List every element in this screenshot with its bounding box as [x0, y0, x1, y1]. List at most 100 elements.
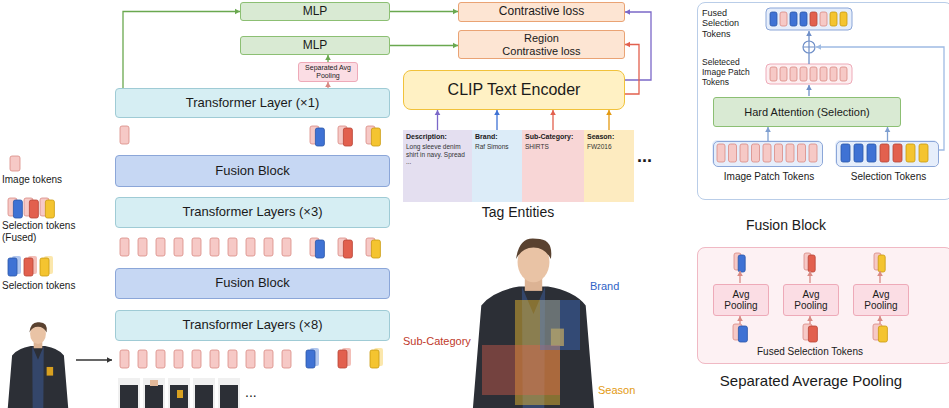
arrowhead: [606, 110, 612, 115]
arrowhead: [806, 85, 812, 90]
tag-box: Season:FW2016: [584, 130, 634, 202]
panel-fill: [697, 247, 949, 364]
image-patch-content: [177, 390, 183, 398]
pooling-box: Avg Pooling: [713, 284, 769, 316]
token: [867, 144, 876, 162]
token: [906, 144, 915, 162]
token: [738, 255, 745, 272]
node-label: Avg Pooling: [719, 289, 763, 312]
pooling-box: Avg Pooling: [783, 284, 839, 316]
panel-caption: Fusion Block: [698, 217, 874, 233]
arrowhead: [494, 110, 500, 115]
fusion-box: Fusion Block: [115, 155, 390, 187]
token: [830, 12, 837, 26]
fusion-box: Fusion Block: [115, 268, 390, 299]
token: [120, 238, 129, 256]
token: [210, 350, 219, 368]
token: [371, 240, 380, 258]
token: [371, 128, 380, 146]
token-label: Fused Selection Tokens: [702, 8, 760, 39]
node-label: Fusion Block: [215, 276, 289, 291]
token: [156, 238, 165, 256]
token-label: Fused Selection Tokens: [735, 346, 885, 358]
token: [370, 350, 379, 368]
ellipsis: ...: [637, 146, 661, 167]
token: [790, 67, 797, 81]
token: [315, 240, 324, 258]
region-label: Season: [598, 384, 644, 397]
token: [770, 12, 777, 26]
token: [893, 144, 902, 162]
token: [919, 144, 928, 162]
node-label: MLP: [303, 5, 328, 19]
connector-line: [625, 12, 651, 80]
connector-line: [123, 12, 240, 89]
token: [45, 200, 54, 218]
token: [264, 238, 273, 256]
tag-key: Season:: [587, 133, 631, 141]
arrowhead: [325, 55, 331, 60]
token: [10, 156, 20, 171]
loss-box: Region Contrastive loss: [458, 30, 625, 59]
node-label: Region Contrastive loss: [499, 32, 585, 57]
connector: [435, 110, 441, 130]
hair: [516, 238, 551, 259]
token: [138, 238, 147, 256]
token: [717, 144, 725, 162]
token: [192, 350, 201, 368]
arrowhead: [877, 316, 883, 321]
image-patch-content: [220, 385, 238, 408]
input-arrow: [76, 359, 112, 360]
connector: [390, 9, 458, 15]
node-label: Hard Attention (Selection): [744, 106, 869, 119]
image-patch: [218, 378, 240, 408]
node-label: Contrastive loss: [499, 5, 584, 19]
token: [809, 144, 817, 162]
token: [138, 350, 147, 368]
region-label: Sub-Category: [403, 335, 479, 348]
token: [246, 350, 255, 368]
tag-value: Long sleeve denim shirt in navy. Spread …: [406, 143, 469, 165]
token: [752, 144, 760, 162]
connector: [885, 127, 891, 141]
node-label: Transformer Layers (×8): [182, 318, 322, 333]
token-bar: Selection Tokens: [836, 141, 939, 167]
tag-box: Brand:Raf Simons: [472, 130, 522, 202]
tag-key: Brand:: [475, 133, 519, 141]
encoder-box: CLIP Text Encoder: [403, 70, 625, 110]
connector: [123, 9, 240, 88]
arrowhead: [435, 110, 441, 115]
token: [808, 326, 817, 342]
brand-region: [540, 300, 580, 350]
token: [120, 350, 129, 368]
connector: [325, 55, 331, 62]
arrowhead: [737, 271, 743, 276]
token: [820, 12, 827, 26]
jacket: [6, 346, 69, 408]
bar-fill: [835, 140, 938, 166]
mlp-box: MLP: [240, 36, 390, 55]
token: [880, 144, 889, 162]
token: [770, 67, 777, 81]
token: [315, 128, 324, 146]
hair: [29, 322, 46, 332]
section-label: Tag Entities: [450, 204, 586, 220]
pooling-box: Separated Avg Pooling: [298, 62, 358, 82]
image-patch-content: [195, 385, 213, 408]
image-patch-content: [145, 385, 163, 408]
token: [841, 144, 850, 162]
token: [800, 67, 807, 81]
panel-caption: Selection Tokens: [837, 171, 940, 183]
person-figure: [468, 238, 599, 408]
token: [830, 67, 837, 81]
token: [780, 12, 787, 26]
token: [246, 238, 255, 256]
token: [798, 144, 806, 162]
token: [174, 238, 183, 256]
arrowhead: [625, 42, 630, 48]
node-label: Avg Pooling: [859, 289, 903, 312]
token: [729, 144, 737, 162]
node-label: Fusion Block: [215, 164, 289, 179]
node-label: Transformer Layers (×3): [182, 205, 322, 220]
